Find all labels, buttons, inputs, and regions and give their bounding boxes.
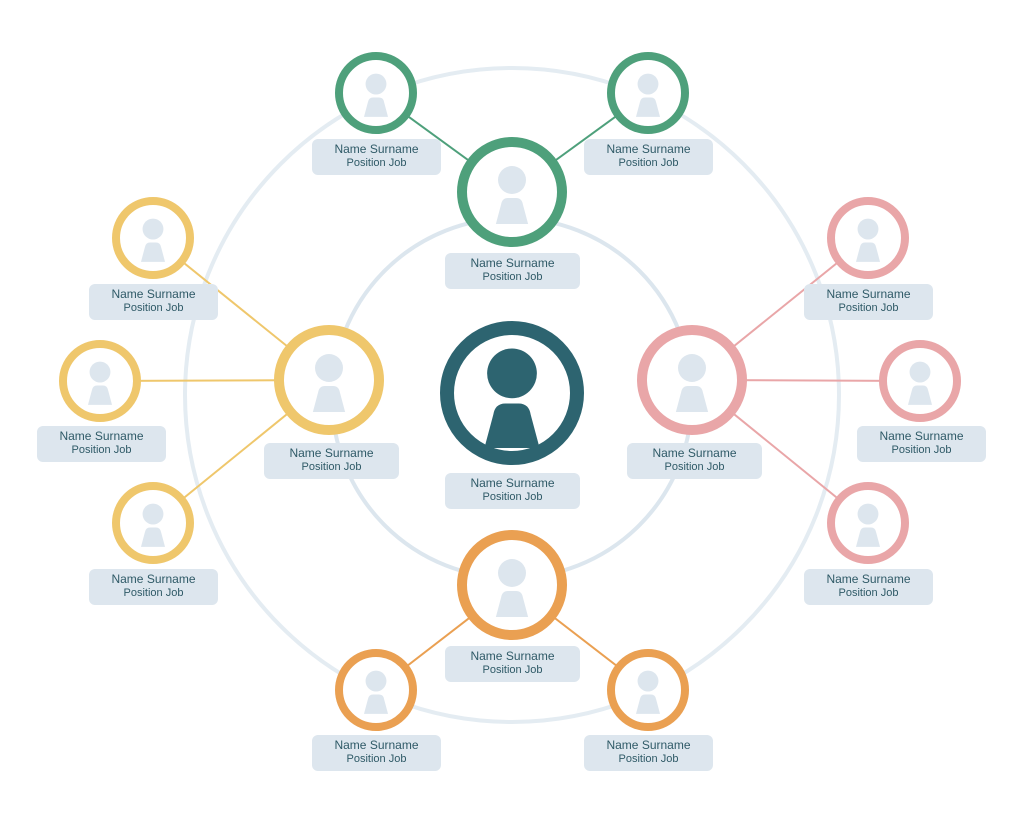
person-position: Position Job xyxy=(838,587,899,599)
right-hub-person-node[interactable] xyxy=(637,325,747,435)
person-name: Name Surname xyxy=(470,256,555,270)
person-icon xyxy=(484,348,540,448)
person-position: Position Job xyxy=(891,444,952,456)
right-member-2-person-node[interactable] xyxy=(879,340,961,422)
person-position: Position Job xyxy=(618,753,679,765)
person-position: Position Job xyxy=(123,302,184,314)
person-name: Name Surname xyxy=(334,142,419,156)
person-position: Position Job xyxy=(71,444,132,456)
person-name: Name Surname xyxy=(879,429,964,443)
person-position: Position Job xyxy=(482,664,543,676)
person-name: Name Surname xyxy=(826,287,911,301)
person-position: Position Job xyxy=(482,491,543,503)
person-name: Name Surname xyxy=(606,738,691,752)
person-icon xyxy=(635,73,661,117)
bottom-hub-person-node[interactable] xyxy=(457,530,567,640)
person-position: Position Job xyxy=(346,753,407,765)
person-name: Name Surname xyxy=(470,649,555,663)
bottom-member-1-person-node[interactable] xyxy=(335,649,417,731)
right-member-3-person-node[interactable] xyxy=(827,482,909,564)
person-icon xyxy=(855,218,881,262)
bottom-member-2-person-node[interactable] xyxy=(607,649,689,731)
person-name: Name Surname xyxy=(289,446,374,460)
person-position: Position Job xyxy=(618,157,679,169)
person-icon xyxy=(140,218,166,262)
person-position: Position Job xyxy=(301,461,362,473)
top-hub-person-node[interactable] xyxy=(457,137,567,247)
person-name: Name Surname xyxy=(470,476,555,490)
right-member-1-person-node[interactable] xyxy=(827,197,909,279)
person-name: Name Surname xyxy=(59,429,144,443)
person-icon xyxy=(140,503,166,547)
person-name: Name Surname xyxy=(606,142,691,156)
left-member-2-person-node[interactable] xyxy=(59,340,141,422)
person-position: Position Job xyxy=(664,461,725,473)
person-position: Position Job xyxy=(123,587,184,599)
person-icon xyxy=(312,354,346,412)
person-icon xyxy=(907,361,933,405)
person-icon xyxy=(363,670,389,714)
left-member-3-person-node[interactable] xyxy=(112,482,194,564)
person-icon xyxy=(87,361,113,405)
person-name: Name Surname xyxy=(652,446,737,460)
center-person-node[interactable] xyxy=(440,321,584,465)
person-icon xyxy=(675,354,709,412)
person-icon xyxy=(635,670,661,714)
person-icon xyxy=(855,503,881,547)
person-position: Position Job xyxy=(346,157,407,169)
person-icon xyxy=(363,73,389,117)
person-icon xyxy=(495,166,529,224)
person-position: Position Job xyxy=(838,302,899,314)
top-member-1-person-node[interactable] xyxy=(335,52,417,134)
person-name: Name Surname xyxy=(111,287,196,301)
outer-orbit-ring xyxy=(183,66,841,724)
top-member-2-person-node[interactable] xyxy=(607,52,689,134)
person-name: Name Surname xyxy=(334,738,419,752)
left-member-1-person-node[interactable] xyxy=(112,197,194,279)
person-icon xyxy=(495,559,529,617)
left-hub-person-node[interactable] xyxy=(274,325,384,435)
person-position: Position Job xyxy=(482,271,543,283)
person-name: Name Surname xyxy=(826,572,911,586)
person-name: Name Surname xyxy=(111,572,196,586)
